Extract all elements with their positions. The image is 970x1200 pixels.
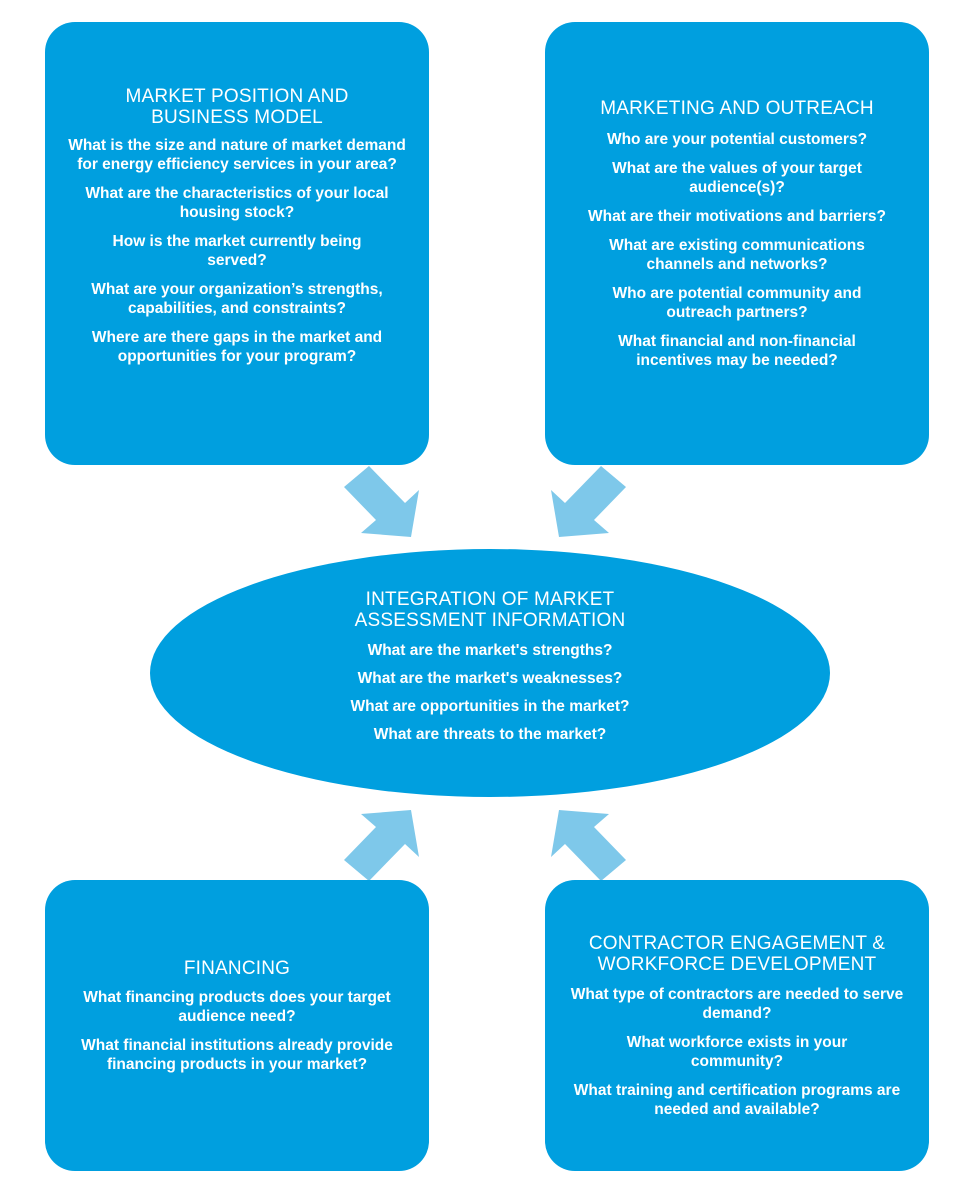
arrow-from-financing [344, 810, 419, 881]
box-title: CONTRACTOR ENGAGEMENT & WORKFORCE DEVELO… [589, 933, 885, 975]
question-text: What are the characteristics of your loc… [85, 185, 389, 221]
question-text: What are your organization’s strengths, … [91, 281, 383, 317]
question-text: Where are there gaps in the market and o… [91, 329, 383, 365]
question-text: What financial and non-financial incenti… [618, 333, 856, 369]
question-text: What are opportunities in the market? [350, 698, 630, 715]
title-line: WORKFORCE DEVELOPMENT [597, 953, 877, 975]
title-line: ASSESSMENT INFORMATION [354, 610, 626, 631]
question-text: What are threats to the market? [373, 726, 607, 743]
integration-ellipse: INTEGRATION OF MARKET ASSESSMENT INFORMA… [150, 549, 830, 797]
arrow-from-marketing [551, 466, 626, 537]
question-text: What are the market's weaknesses? [357, 670, 623, 687]
question-text: What are existing communications channel… [609, 237, 865, 273]
question-text: What are the values of your target audie… [612, 160, 862, 196]
question-text: What are their motivations and barriers? [587, 208, 886, 225]
question-text: What training and certification programs… [573, 1081, 901, 1118]
ellipse-title: INTEGRATION OF MARKET ASSESSMENT INFORMA… [355, 589, 626, 631]
title-line: INTEGRATION OF MARKET [365, 589, 615, 610]
title-line: BUSINESS MODEL [151, 107, 323, 128]
box-title: MARKETING AND OUTREACH [600, 98, 874, 119]
box-title: MARKET POSITION AND BUSINESS MODEL [125, 86, 348, 128]
question-text: What are the market's strengths? [367, 642, 613, 659]
question-text: How is the market currently being served… [112, 233, 362, 269]
box-title: FINANCING [183, 957, 291, 979]
marketing-outreach-box: MARKETING AND OUTREACH Who are your pote… [545, 22, 929, 465]
question-text: What financing products does your target… [83, 988, 391, 1025]
title-line: MARKET POSITION AND [125, 86, 349, 107]
arrow-from-market-position [344, 466, 419, 537]
market-position-box: MARKET POSITION AND BUSINESS MODEL What … [45, 22, 429, 465]
contractor-engagement-box: CONTRACTOR ENGAGEMENT & WORKFORCE DEVELO… [545, 880, 929, 1171]
financing-box: FINANCING What financing products does y… [45, 880, 429, 1171]
question-text: What financial institutions already prov… [81, 1036, 393, 1073]
question-text: What type of contractors are needed to s… [570, 985, 904, 1022]
question-text: What is the size and nature of market de… [68, 137, 406, 173]
arrow-from-contractor [551, 810, 626, 881]
question-text: Who are your potential customers? [606, 131, 868, 148]
title-line: CONTRACTOR ENGAGEMENT & [588, 932, 886, 954]
question-text: Who are potential community and outreach… [612, 285, 862, 321]
question-text: What workforce exists in your community? [626, 1033, 848, 1070]
